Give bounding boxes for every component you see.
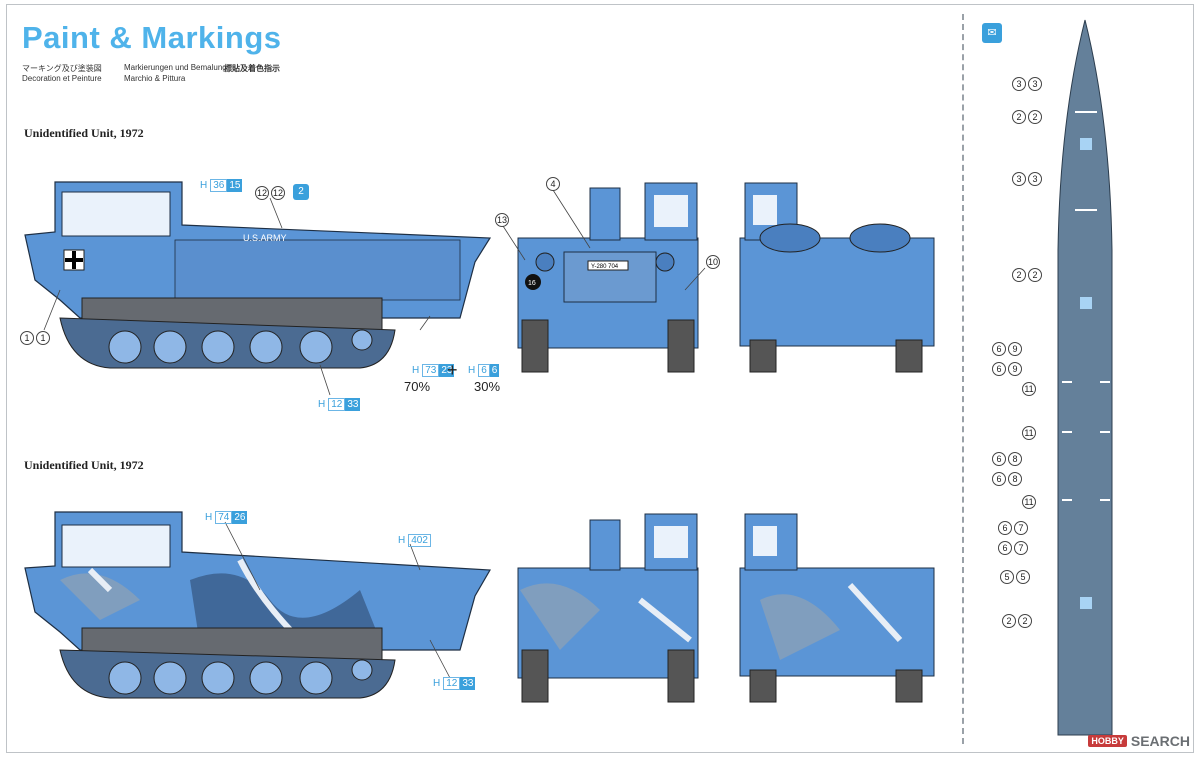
- callout-13: 13: [495, 213, 509, 227]
- section-label-2: Unidentified Unit, 1972: [24, 458, 144, 472]
- page-title: Paint & Markings: [22, 20, 282, 55]
- roadway-view: [1057, 19, 1113, 736]
- page-frame: [6, 4, 1194, 753]
- plate-number: Y-280 704: [591, 264, 619, 270]
- roadway-callout: 11: [1022, 382, 1036, 396]
- bottom-front-view: [517, 513, 699, 703]
- bumper-number: 16: [528, 280, 536, 287]
- mix-plus: +: [447, 360, 458, 380]
- section-divider: [962, 14, 964, 744]
- mix-percent-b: 30%: [474, 379, 501, 394]
- top-rear-view: [739, 182, 935, 373]
- top-side-view: U.S.ARMY: [24, 181, 492, 369]
- decal-2-badge: 2: [293, 184, 309, 200]
- subtitle-de: Markierungen und Bemalung: [124, 63, 227, 72]
- hull-marking: U.S.ARMY: [243, 233, 287, 243]
- subtitle-zh: 標貼及着色指示: [224, 64, 280, 73]
- roadway-callout: 11: [1022, 426, 1036, 440]
- brand-logo: HOBBY: [1088, 735, 1127, 747]
- section-label-1: Unidentified Unit, 1972: [24, 126, 144, 140]
- decal-sheet-icon: ✉: [982, 23, 1002, 43]
- subtitle-fr: Decoration et Peinture: [22, 74, 102, 83]
- subtitle-ja: マーキング及び塗装図: [22, 64, 102, 73]
- bottom-side-view: [24, 511, 492, 699]
- bottom-rear-view: [739, 513, 935, 703]
- brand-watermark: HOBBY SEARCH: [1088, 733, 1190, 749]
- brand-text: SEARCH: [1130, 733, 1190, 749]
- subtitle-it: Marchio & Pittura: [124, 74, 186, 83]
- roadway-callout: 11: [1022, 495, 1036, 509]
- callout-4: 4: [546, 177, 560, 191]
- mix-percent-a: 70%: [404, 379, 431, 394]
- callout-10: 10: [706, 255, 720, 269]
- top-front-view: Y-280 704 16: [517, 182, 699, 373]
